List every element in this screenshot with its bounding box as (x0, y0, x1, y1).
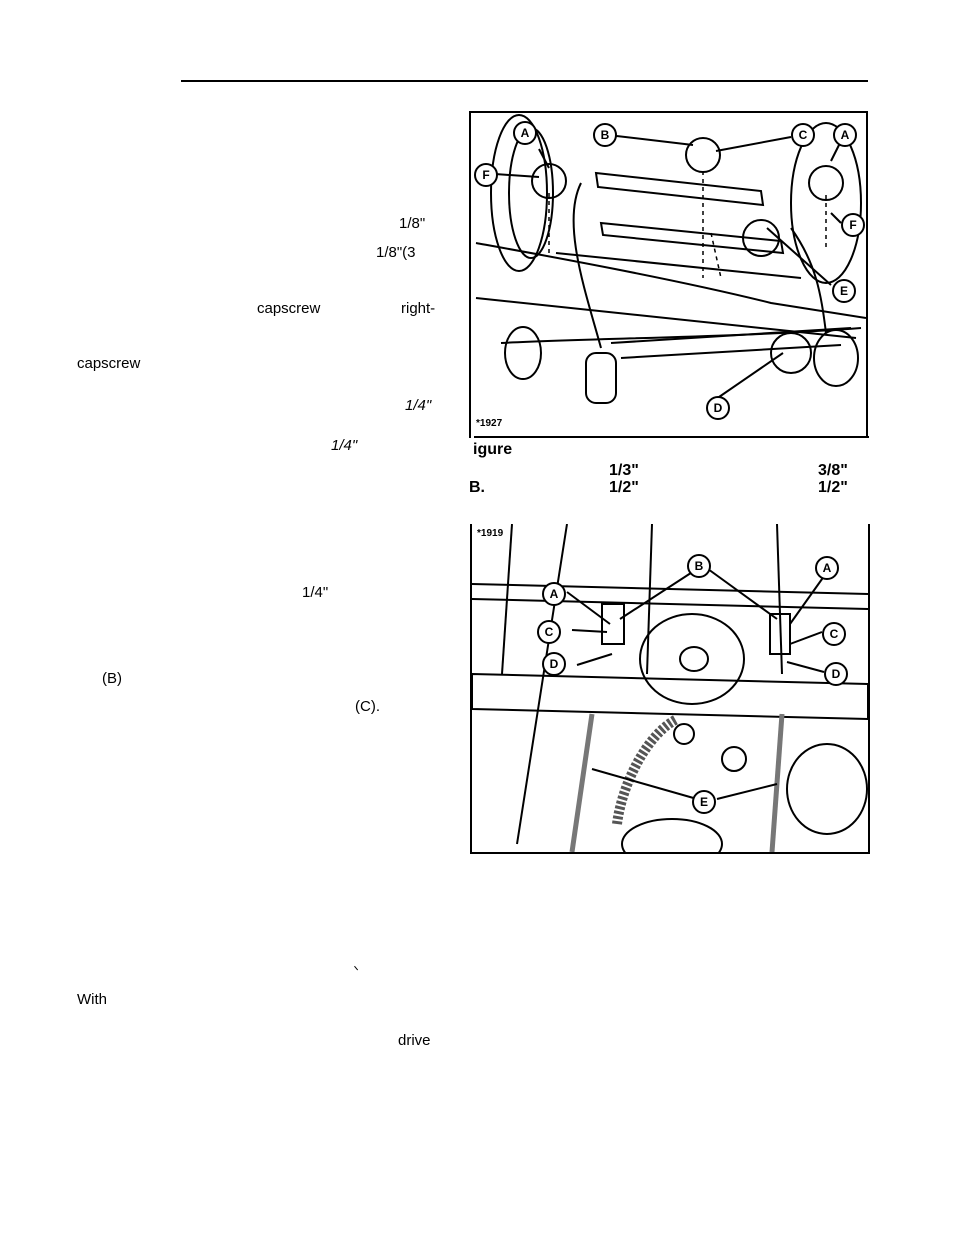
text-fragment: 1/8"(3 (376, 244, 416, 261)
tension-spring (612, 714, 680, 825)
text-fragment: right- (401, 300, 436, 317)
text-fragment: drive (398, 1032, 431, 1049)
caption-letter: B. (469, 479, 485, 496)
upper-cross-bar (594, 171, 765, 207)
text-fragment: 1/4" (331, 437, 358, 454)
center-pulley (639, 613, 745, 705)
caption-value: 1/2" (818, 479, 848, 496)
stray-mark (354, 962, 362, 971)
callout-label: A (833, 123, 857, 147)
figure-number: *1927 (476, 418, 503, 429)
text-fragment: 1/8" (399, 215, 426, 232)
callout-label: B (687, 554, 711, 578)
deck-outline (475, 242, 866, 319)
rod (776, 524, 783, 675)
front-gauge-wheel-left (504, 326, 542, 380)
text-fragment: (C). (355, 698, 380, 715)
bracket-right (769, 613, 791, 655)
bracket-left (601, 603, 625, 645)
right-rear-tire (790, 122, 862, 284)
callout-label: D (824, 662, 848, 686)
upper-frame (472, 583, 868, 595)
callout-label: C (537, 620, 561, 644)
callout-label: D (542, 652, 566, 676)
caster-wheel (585, 352, 617, 404)
rod (501, 524, 513, 675)
callout-label: F (841, 213, 865, 237)
callout-label: D (706, 396, 730, 420)
text-fragment: (B) (102, 670, 122, 687)
mower-deck-illustration (475, 114, 866, 404)
callout-label: F (474, 163, 498, 187)
cross-beam (472, 672, 868, 721)
figure-number: *1919 (477, 528, 504, 539)
callout-label: C (791, 123, 815, 147)
detail-circle (531, 163, 567, 199)
drive-belt (569, 713, 595, 852)
header-rule (181, 80, 868, 82)
callout-label: C (822, 622, 846, 646)
right-pulley (786, 743, 868, 835)
text-fragment: capscrew (77, 355, 141, 372)
callout-label: A (513, 121, 537, 145)
text-fragment: 1/4" (302, 584, 329, 601)
callout-label: E (832, 279, 856, 303)
right-rail (790, 227, 827, 334)
text-fragment: capscrew (257, 300, 321, 317)
belt-adjustment-illustration (472, 524, 868, 852)
callout-label: E (692, 790, 716, 814)
caption-value: 1/2" (609, 479, 639, 496)
caption-value: 1/3" (609, 462, 639, 479)
callout-label: A (815, 556, 839, 580)
text-fragment: With (77, 991, 107, 1008)
left-rail (572, 182, 602, 349)
left-rear-tire (490, 114, 548, 272)
callout-label: B (593, 123, 617, 147)
callout-label: A (542, 582, 566, 606)
figure-base-rule (474, 436, 869, 438)
text-fragment: 1/4" (405, 397, 432, 414)
figure-caption-label: igure (473, 441, 513, 458)
caption-value: 3/8" (818, 462, 848, 479)
front-gauge-wheel-right (813, 329, 859, 387)
